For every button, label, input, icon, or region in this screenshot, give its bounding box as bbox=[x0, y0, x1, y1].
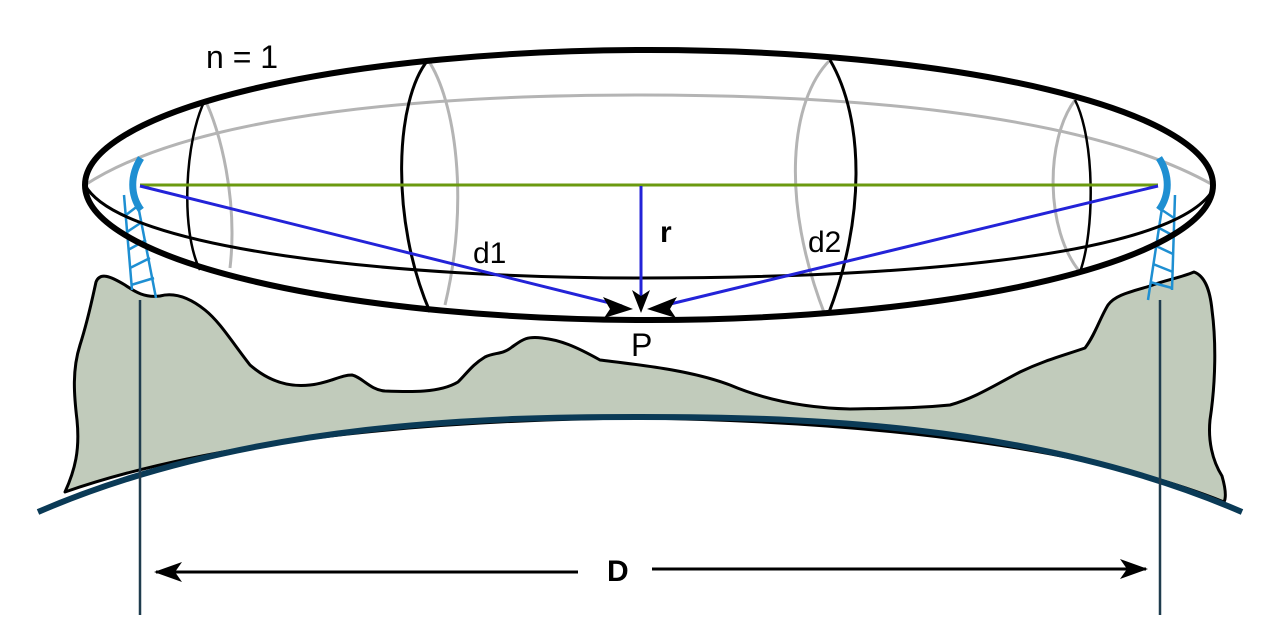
d2-label: d2 bbox=[808, 226, 841, 259]
arrowhead-d1 bbox=[603, 297, 633, 318]
earth-curve bbox=[36, 413, 1244, 515]
total-distance-label: D bbox=[607, 555, 629, 588]
right-antenna-dish bbox=[1155, 156, 1171, 213]
arrowhead-r bbox=[632, 290, 650, 313]
zone-label: n = 1 bbox=[206, 39, 278, 75]
arrowhead-d2 bbox=[647, 297, 677, 318]
ray-d2 bbox=[661, 184, 1159, 308]
point-label: P bbox=[631, 327, 652, 363]
d1-label: d1 bbox=[473, 237, 506, 270]
ray-d1 bbox=[139, 184, 623, 308]
left-antenna-dish bbox=[129, 156, 145, 213]
radius-label: r bbox=[660, 216, 672, 249]
terrain bbox=[63, 270, 1227, 504]
